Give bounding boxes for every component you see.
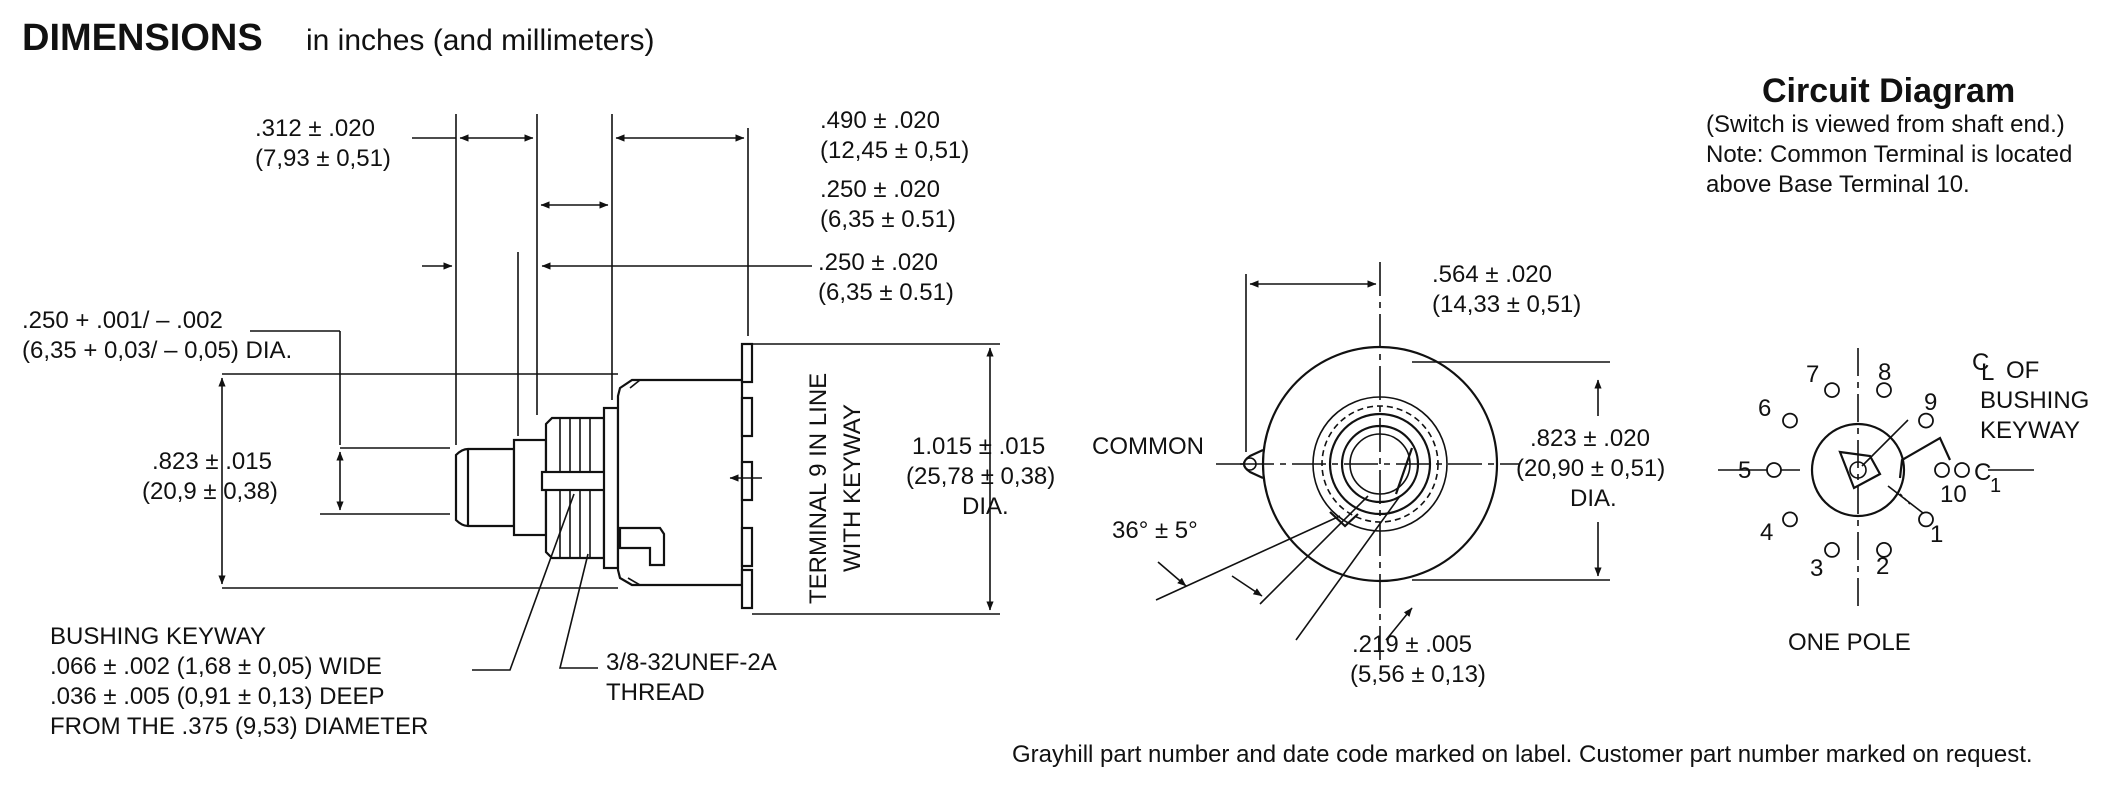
terminal-8	[1876, 382, 1892, 399]
circuit-note-1: (Switch is viewed from shaft end.)	[1706, 111, 2065, 138]
cl-note-l: L	[1981, 359, 1994, 386]
terminal-4	[1782, 511, 1798, 528]
dim-250a-mm: (6,35 ± 0.51)	[820, 206, 956, 233]
bushing-keyway	[540, 470, 610, 492]
cl-note-bushing: BUSHING	[1980, 387, 2089, 414]
keyway-note-width: .066 ± .002 (1,68 ± 0,05) WIDE	[50, 653, 382, 680]
cl-note-keyway: KEYWAY	[1980, 417, 2080, 444]
side-view: .312 ± .020 (7,93 ± 0,51) .490 ± .020 (1…	[22, 107, 1055, 740]
bushing	[540, 416, 610, 560]
circuit-note-2: Note: Common Terminal is located	[1706, 141, 2072, 168]
dim-front-823-dia: DIA.	[1570, 485, 1617, 512]
terminal-label-6: 6	[1758, 395, 1771, 422]
svg-text:WITH KEYWAY: WITH KEYWAY	[839, 404, 866, 572]
shaft	[454, 447, 516, 528]
terminal-10	[1934, 462, 1950, 478]
dim-823-mm: (20,9 ± 0,38)	[142, 478, 278, 505]
front-view: .564 ± .020 (14,33 ± 0,51) .823 ± .020 (…	[1092, 261, 1665, 688]
terminal-6	[1782, 412, 1798, 429]
terminal-common	[1954, 462, 1970, 478]
dim-219-mm: (5,56 ± 0,13)	[1350, 661, 1486, 688]
terminal-7	[1824, 382, 1840, 399]
terminal-label-2: 2	[1876, 553, 1889, 580]
dim-1015-dia: DIA.	[962, 493, 1009, 520]
terminal-label-8: 8	[1878, 359, 1891, 386]
locating-tab	[618, 526, 666, 567]
dim-564-mm: (14,33 ± 0,51)	[1432, 291, 1581, 318]
keyway-note-title: BUSHING KEYWAY	[50, 623, 266, 650]
dim-front-823-in: .823 ± .020	[1530, 425, 1650, 452]
terminal-label-1: 1	[1930, 521, 1943, 548]
dim-312-mm: (7,93 ± 0,51)	[255, 145, 391, 172]
svg-text:TERMINAL 9 IN LINE: TERMINAL 9 IN LINE	[805, 373, 832, 604]
terminal-label-4: 4	[1760, 519, 1773, 546]
terminal-2	[1876, 542, 1892, 558]
circuit-diagram: Circuit Diagram (Switch is viewed from s…	[1706, 72, 2089, 656]
thread-note-label: THREAD	[606, 679, 705, 706]
dim-1015-mm: (25,78 ± 0,38)	[906, 463, 1055, 490]
terminal-9	[1918, 412, 1934, 429]
dim-823-in: .823 ± .015	[152, 448, 272, 475]
mounting-nut	[602, 406, 620, 570]
terminal-5	[1766, 462, 1782, 478]
dim-250b-in: .250 ± .020	[818, 249, 938, 276]
cl-letter: C	[1972, 349, 1989, 376]
rotor-circle	[1810, 422, 1906, 518]
common-terminal-label: C	[1974, 459, 1991, 486]
dim-shaft-dia-in: .250 + .001/ – .002	[22, 307, 223, 334]
locating-tab-notch	[1329, 511, 1359, 528]
terminal-label-3: 3	[1810, 555, 1823, 582]
terminal-label-10: 10	[1940, 481, 1967, 508]
footer-note: Grayhill part number and date code marke…	[1012, 741, 2033, 768]
keyway-note-depth: .036 ± .005 (0,91 ± 0,13) DEEP	[50, 683, 385, 710]
dim-312-in: .312 ± .020	[255, 115, 375, 142]
dim-front-823-mm: (20,90 ± 0,51)	[1516, 455, 1665, 482]
page-subtitle: in inches (and millimeters)	[306, 24, 654, 57]
angle-label: 36° ± 5°	[1112, 517, 1198, 544]
dim-490-mm: (12,45 ± 0,51)	[820, 137, 969, 164]
circuit-title: Circuit Diagram	[1762, 72, 2015, 110]
terminals	[740, 342, 754, 610]
dim-250b-mm: (6,35 ± 0.51)	[818, 279, 954, 306]
dim-250a-in: .250 ± .020	[820, 176, 940, 203]
dim-219-in: .219 ± .005	[1352, 631, 1472, 658]
terminal-note: TERMINAL 9 IN LINE WITH KEYWAY	[805, 373, 866, 604]
dim-564-in: .564 ± .020	[1432, 261, 1552, 288]
terminal-1	[1918, 511, 1934, 528]
dim-1015-in: 1.015 ± .015	[912, 433, 1045, 460]
dim-490-in: .490 ± .020	[820, 107, 940, 134]
terminal-label-5: 5	[1738, 457, 1751, 484]
shaft-flat-line	[1394, 447, 1414, 495]
common-terminal-subscript: 1	[1990, 475, 2001, 497]
terminal-label-9: 9	[1924, 389, 1937, 416]
terminal-3	[1824, 542, 1840, 558]
page-header: DIMENSIONS in inches (and millimeters)	[22, 17, 654, 59]
terminal-label-7: 7	[1806, 361, 1819, 388]
common-contact-arm	[1898, 436, 1952, 479]
cl-note-of: OF	[2006, 357, 2039, 384]
switch-housing	[616, 378, 744, 587]
rotor-contact	[1838, 450, 1882, 490]
page-title: DIMENSIONS	[22, 17, 263, 59]
common-label: COMMON	[1092, 433, 1204, 460]
pole-label: ONE POLE	[1788, 629, 1911, 656]
terminal-positions	[1766, 382, 1970, 558]
circuit-note-3: above Base Terminal 10.	[1706, 171, 1970, 198]
thread-note-spec: 3/8-32UNEF-2A	[606, 649, 777, 676]
keyway-note-ref: FROM THE .375 (9,53) DIAMETER	[50, 713, 428, 740]
dim-shaft-dia-mm: (6,35 + 0,03/ – 0,05) DIA.	[22, 337, 292, 364]
